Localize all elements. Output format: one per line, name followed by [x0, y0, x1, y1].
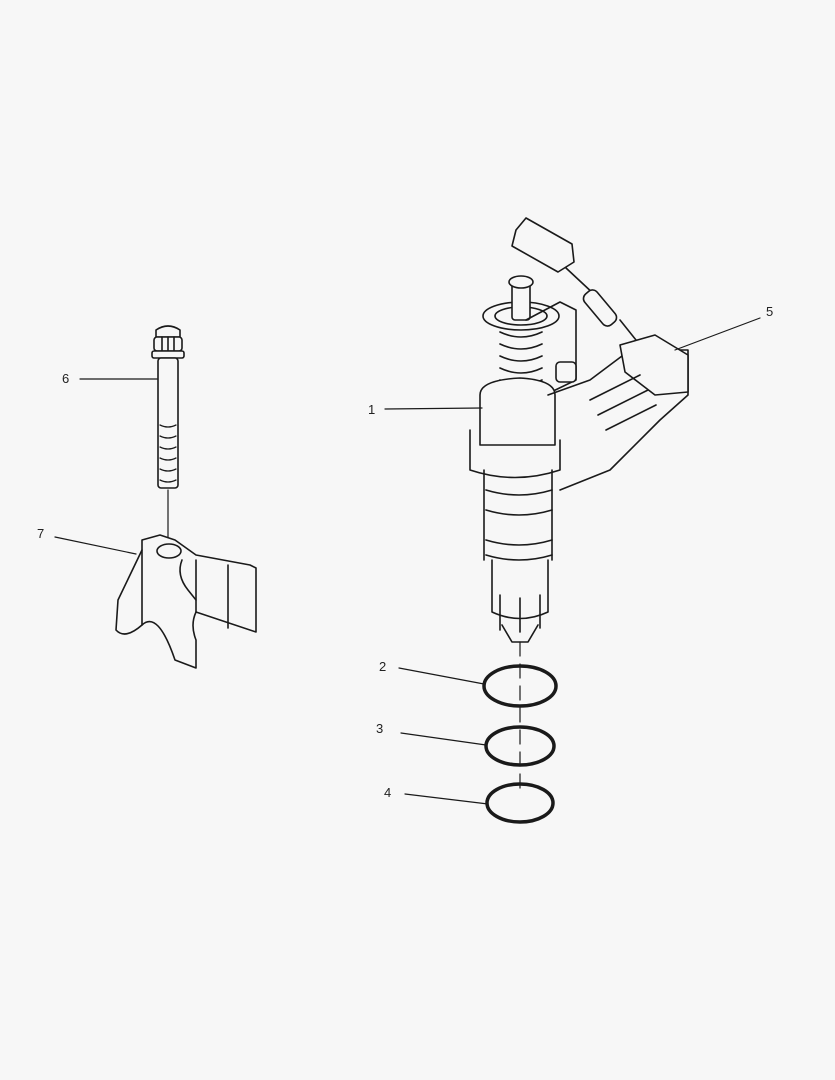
o-ring-2 [482, 664, 558, 708]
callout-7: 7 [37, 526, 45, 541]
leader-lines [54, 317, 761, 805]
bolt-part [151, 325, 185, 549]
o-ring-4 [485, 782, 555, 824]
callout-6: 6 [62, 371, 70, 386]
callout-2: 2 [379, 659, 387, 674]
o-ring-3 [484, 725, 556, 767]
injector-part [469, 275, 689, 791]
clamp-part [115, 534, 257, 669]
callout-4: 4 [384, 785, 392, 800]
callout-3: 3 [376, 721, 384, 736]
callout-1: 1 [368, 402, 376, 417]
callout-5: 5 [766, 304, 774, 319]
connector-part [511, 217, 637, 341]
